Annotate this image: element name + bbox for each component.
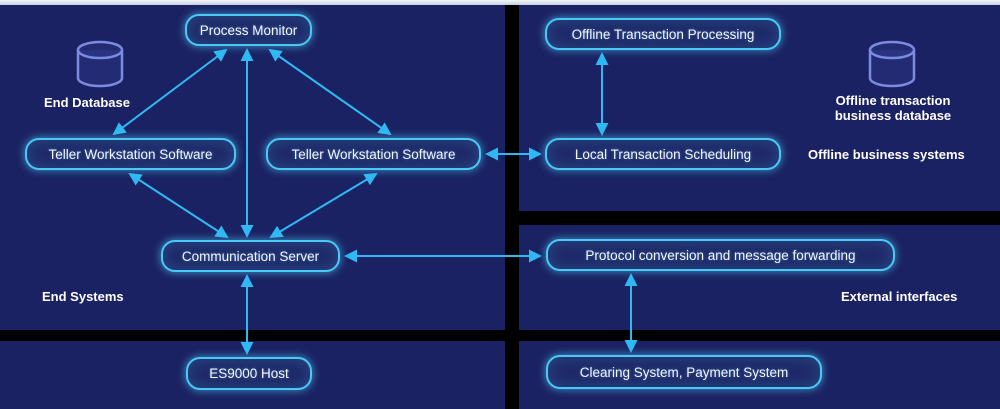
node-teller-workstation-left: Teller Workstation Software bbox=[25, 138, 236, 170]
node-protocol-conversion: Protocol conversion and message forwardi… bbox=[546, 239, 895, 271]
offline-database-icon bbox=[868, 40, 916, 88]
offline-database-label: Offline transaction business database bbox=[834, 93, 952, 123]
node-offline-transaction-processing: Offline Transaction Processing bbox=[545, 18, 781, 50]
horizontal-divider bbox=[0, 0, 1000, 5]
end-database-label: End Database bbox=[44, 95, 130, 110]
offline-business-systems-label: Offline business systems bbox=[808, 147, 965, 162]
node-communication-server: Communication Server bbox=[161, 240, 340, 272]
node-process-monitor: Process Monitor bbox=[185, 14, 312, 46]
node-teller-workstation-right: Teller Workstation Software bbox=[266, 138, 481, 170]
node-local-transaction-scheduling: Local Transaction Scheduling bbox=[545, 138, 781, 170]
end-systems-label: End Systems bbox=[42, 289, 124, 304]
external-interfaces-label: External interfaces bbox=[841, 289, 958, 304]
node-clearing-payment-system: Clearing System, Payment System bbox=[546, 355, 822, 389]
node-es9000-host: ES9000 Host bbox=[186, 357, 312, 390]
end-database-icon bbox=[76, 40, 124, 88]
